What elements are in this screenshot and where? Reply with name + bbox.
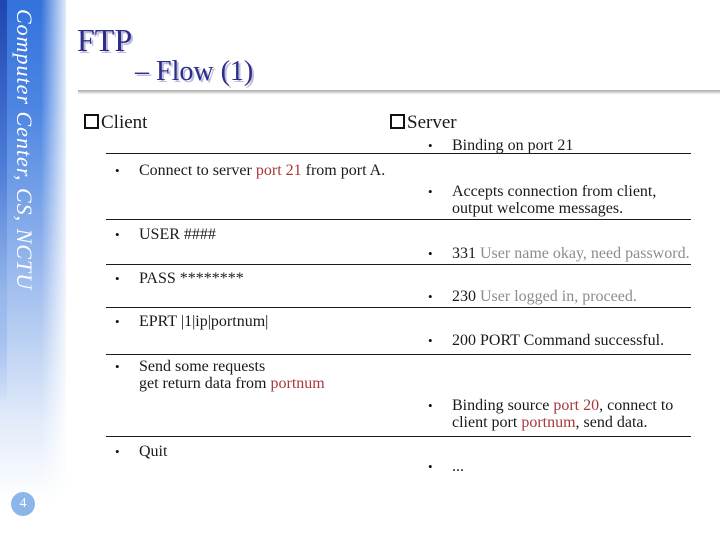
sidebar-caption: Computer Center, CS, NCTU: [12, 9, 37, 291]
flow-step-text: 230 User logged in, proceed.: [452, 288, 637, 305]
bullet-icon: •: [115, 227, 120, 242]
bullet-icon: •: [428, 246, 433, 261]
flow-step-text: 200 PORT Command successful.: [452, 332, 664, 349]
title-rule: [78, 90, 720, 94]
text-segment: port 21: [255, 162, 302, 179]
flow-step-server: • 331 User name okay, need password.: [428, 245, 690, 262]
flow-step-server: • Binding on port 21: [428, 137, 573, 154]
page-number-badge: 4: [11, 492, 35, 516]
flow-step-server: • Binding source port 20, connect to cli…: [428, 397, 673, 431]
client-section-header: Client: [84, 112, 147, 134]
text-segment: Connect to server: [139, 162, 256, 179]
text-segment: EPRT |1|ip|portnum|: [139, 313, 269, 330]
text-segment: port 20: [553, 397, 600, 414]
bullet-icon: •: [428, 333, 433, 348]
text-segment: PASS ********: [139, 270, 244, 287]
text-segment: Binding source: [452, 397, 554, 414]
flow-step-text: Quit: [139, 443, 167, 460]
text-segment: client port: [452, 414, 522, 431]
text-segment: get return data from: [139, 375, 271, 392]
text-segment: Quit: [139, 443, 168, 460]
flow-step-server: • 200 PORT Command successful.: [428, 332, 664, 349]
text-segment: , send data.: [575, 414, 648, 431]
text-segment: from port A.: [301, 162, 386, 179]
bullet-icon: •: [115, 271, 120, 286]
flow-step-text: Binding source port 20, connect to clien…: [452, 397, 673, 431]
text-segment: output welcome messages.: [452, 200, 624, 217]
server-section-label: Server: [407, 112, 457, 133]
flow-step-text: Binding on port 21: [452, 137, 573, 154]
text-segment: USER ####: [139, 226, 216, 243]
flow-step-server: • ...: [428, 458, 464, 475]
flow-step-client: • Quit: [115, 443, 167, 460]
checkbox-square-icon: [390, 114, 405, 129]
text-segment: 230: [452, 288, 480, 305]
flow-step-text: ...: [452, 458, 464, 475]
client-section-label: Client: [101, 112, 148, 133]
text-segment: portnum: [521, 414, 576, 431]
separator-line: [106, 354, 691, 355]
bullet-icon: •: [115, 163, 120, 178]
flow-step-client: • Send some requests get return data fro…: [115, 358, 325, 392]
text-segment: 331: [452, 245, 480, 262]
text-segment: Binding on port 21: [452, 137, 574, 154]
separator-line: [106, 436, 691, 437]
bullet-icon: •: [428, 289, 433, 304]
separator-line: [106, 153, 691, 154]
flow-step-server: • 230 User logged in, proceed.: [428, 288, 637, 305]
flow-step-text: Send some requests get return data from …: [139, 358, 325, 392]
slide-title: FTP: [77, 22, 133, 58]
checkbox-square-icon: [84, 114, 99, 129]
server-section-header: Server: [390, 112, 457, 134]
bullet-icon: •: [115, 314, 120, 329]
bullet-icon: •: [115, 359, 120, 374]
bullet-icon: •: [428, 398, 433, 413]
separator-line: [106, 219, 691, 220]
bullet-icon: •: [115, 444, 120, 459]
separator-line: [106, 307, 691, 308]
text-segment: Accepts connection from client,: [452, 183, 657, 200]
text-segment: portnum: [270, 375, 325, 392]
flow-step-text: EPRT |1|ip|portnum|: [139, 313, 268, 330]
text-segment: User logged in, proceed.: [480, 288, 637, 305]
sidebar: [0, 0, 66, 540]
flow-step-client: • USER ####: [115, 226, 216, 243]
sidebar-edge-stripe: [0, 0, 7, 460]
text-segment: Send some requests: [139, 358, 266, 375]
flow-step-text: PASS ********: [139, 270, 244, 287]
text-segment: ...: [452, 458, 464, 475]
bullet-icon: •: [428, 138, 433, 153]
flow-step-client: • EPRT |1|ip|portnum|: [115, 313, 268, 330]
text-segment: , connect to: [599, 397, 674, 414]
flow-step-text: Accepts connection from client, output w…: [452, 183, 656, 217]
bullet-icon: •: [428, 184, 433, 199]
separator-line: [106, 264, 691, 265]
text-segment: 200 PORT Command successful.: [452, 332, 665, 349]
slide-subtitle: – Flow (1): [135, 56, 254, 87]
flow-step-client: • PASS ********: [115, 270, 244, 287]
flow-step-server: • Accepts connection from client, output…: [428, 183, 656, 217]
flow-step-text: Connect to server port 21 from port A.: [139, 162, 385, 179]
flow-step-text: 331 User name okay, need password.: [452, 245, 690, 262]
flow-step-client: • Connect to server port 21 from port A.: [115, 162, 385, 179]
text-segment: User name okay, need password.: [480, 245, 690, 262]
bullet-icon: •: [428, 459, 433, 474]
flow-step-text: USER ####: [139, 226, 216, 243]
